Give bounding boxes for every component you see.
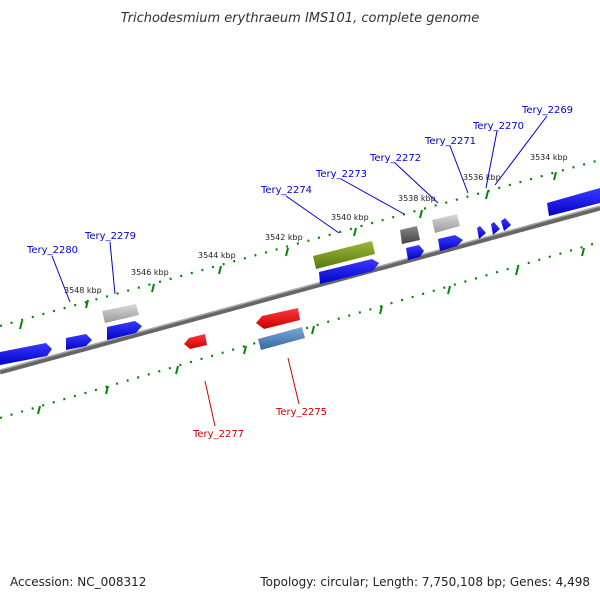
reverse-features xyxy=(184,308,305,350)
gene-labels: Tery_2269 Tery_2270 Tery_2271 Tery_2272 … xyxy=(26,105,573,440)
callout-line-tery-2269 xyxy=(494,115,548,186)
callout-line-tery-2272 xyxy=(394,162,439,204)
scale-label-3548: 3548 kbp xyxy=(64,286,102,295)
backbone-line xyxy=(0,205,600,375)
gene-label-tery-2272[interactable]: Tery_2272 xyxy=(369,153,421,164)
callout-lines xyxy=(51,115,548,427)
genome-summary-text: Topology: circular; Length: 7,750,108 bp… xyxy=(259,575,590,589)
gene-label-tery-2280[interactable]: Tery_2280 xyxy=(26,245,78,256)
callout-line-tery-2279 xyxy=(109,241,116,295)
dark-gray-feature[interactable] xyxy=(400,226,420,244)
olive-feature[interactable] xyxy=(313,241,375,269)
upper-major-tick xyxy=(553,171,557,181)
upper-major-tick xyxy=(85,299,89,309)
upper-major-tick xyxy=(285,247,289,257)
steel-blue-feature[interactable] xyxy=(258,327,305,350)
forward-gene-arrow[interactable] xyxy=(438,235,463,251)
lower-major-tick xyxy=(175,365,179,375)
reverse-gene-arrow[interactable] xyxy=(184,334,207,349)
map-title: Trichodesmium erythraeum IMS101, complet… xyxy=(121,11,480,26)
upper-major-tick xyxy=(218,265,222,275)
lower-major-tick xyxy=(37,405,41,415)
callout-line-tery-2273 xyxy=(340,178,405,215)
forward-gene-arrow[interactable] xyxy=(406,245,424,260)
gray-feature[interactable] xyxy=(102,304,139,323)
gene-label-tery-2269[interactable]: Tery_2269 xyxy=(521,105,573,116)
forward-gene-arrow[interactable] xyxy=(547,188,600,216)
backbone-highlight xyxy=(0,205,600,371)
reverse-gene-arrow[interactable] xyxy=(256,308,300,329)
forward-gene-arrow[interactable] xyxy=(477,226,486,239)
scale-label-3542: 3542 kbp xyxy=(265,233,303,242)
lower-major-tick xyxy=(105,385,109,395)
scale-label-3534: 3534 kbp xyxy=(530,153,568,162)
upper-major-tick xyxy=(353,227,357,237)
callout-line-tery-2274 xyxy=(285,195,340,234)
lower-major-tick xyxy=(447,285,451,295)
callout-line-tery-2270 xyxy=(485,130,498,189)
upper-major-tick xyxy=(419,209,423,219)
scale-label-3538: 3538 kbp xyxy=(398,194,436,203)
scale-label-3536: 3536 kbp xyxy=(463,173,501,182)
accession-text: Accession: NC_008312 xyxy=(10,575,146,589)
scale-label-3540: 3540 kbp xyxy=(331,213,369,222)
forward-gene-arrow[interactable] xyxy=(0,343,52,365)
lower-major-tick xyxy=(311,325,315,335)
upper-major-tick xyxy=(151,283,155,293)
lower-scale-ring xyxy=(0,240,600,420)
forward-gene-arrow[interactable] xyxy=(66,334,92,350)
upper-scale-dots xyxy=(0,158,600,328)
gene-label-tery-2273[interactable]: Tery_2273 xyxy=(315,169,367,180)
callout-line-tery-2280 xyxy=(51,255,71,303)
scale-labels: 3534 kbp 3536 kbp 3538 kbp 3540 kbp 3542… xyxy=(64,153,568,295)
gene-label-tery-2271[interactable]: Tery_2271 xyxy=(424,136,476,147)
genome-backbone xyxy=(0,205,600,375)
scale-label-3544: 3544 kbp xyxy=(198,251,236,260)
callout-line-tery-2271 xyxy=(449,145,469,194)
forward-gene-arrow[interactable] xyxy=(501,218,511,231)
upper-major-tick xyxy=(19,320,23,330)
forward-gene-arrow[interactable] xyxy=(319,259,379,284)
scale-label-3546: 3546 kbp xyxy=(131,268,169,277)
gene-label-tery-2277[interactable]: Tery_2277 xyxy=(192,429,244,440)
lower-major-tick xyxy=(515,266,519,276)
gene-label-tery-2274[interactable]: Tery_2274 xyxy=(260,185,312,196)
gene-label-tery-2275[interactable]: Tery_2275 xyxy=(275,407,327,418)
lower-major-tick xyxy=(379,305,383,315)
forward-features xyxy=(0,188,600,365)
lower-major-tick xyxy=(243,345,247,355)
gene-label-tery-2279[interactable]: Tery_2279 xyxy=(84,231,136,242)
upper-major-tick xyxy=(485,190,489,200)
callout-line-tery-2275 xyxy=(287,357,300,405)
gray-feature[interactable] xyxy=(432,214,460,233)
forward-gene-arrow[interactable] xyxy=(491,222,500,235)
lower-major-tick xyxy=(581,247,585,257)
upper-scale-ring xyxy=(0,158,600,330)
callout-line-tery-2277 xyxy=(204,380,216,427)
forward-gene-arrow[interactable] xyxy=(107,321,142,340)
gene-label-tery-2270[interactable]: Tery_2270 xyxy=(472,121,524,132)
